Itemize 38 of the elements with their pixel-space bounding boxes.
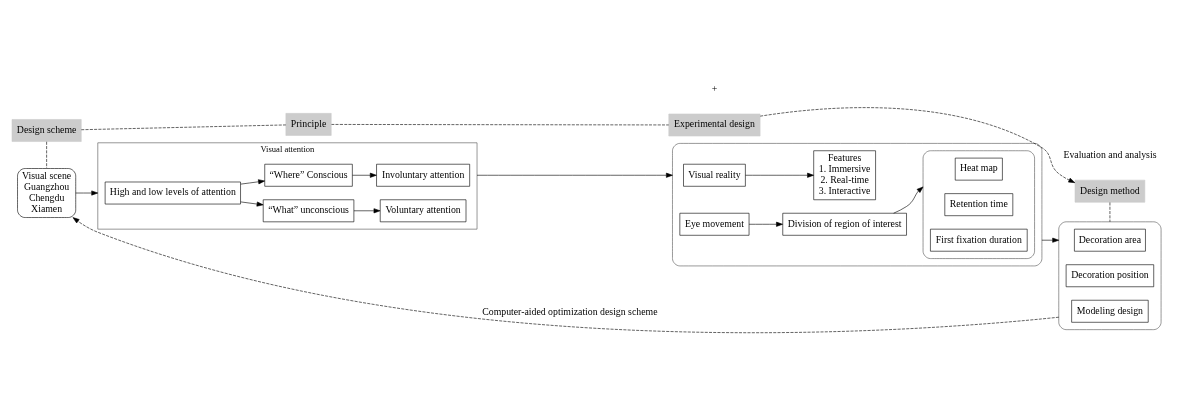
- node-box: Eye movement: [679, 212, 750, 236]
- node-box: First fixation duration: [930, 228, 1028, 252]
- node-box: Design scheme: [11, 118, 82, 142]
- node-box: “What” unconscious: [262, 198, 355, 222]
- node-box: Involuntary attention: [376, 163, 470, 187]
- node-box: Decoration position: [1065, 263, 1155, 287]
- node-box: High and low levels of attention: [104, 181, 241, 204]
- arrow: [353, 207, 381, 213]
- cluster: [922, 149, 1035, 259]
- node-box: Visual scene Guangzhou Chengdu Xiamen: [17, 167, 77, 218]
- node-box: Retention time: [944, 192, 1014, 216]
- arrow: [75, 190, 99, 195]
- node-box: “Where” Conscious: [264, 163, 353, 187]
- node-box: Design method: [1074, 179, 1146, 202]
- node-box: Voluntary attention: [379, 198, 467, 222]
- cluster: [672, 142, 1043, 266]
- node-box: Modeling design: [1071, 299, 1149, 323]
- label: Evaluation and analysis: [1063, 148, 1157, 160]
- arrow: [476, 172, 673, 178]
- arrow: [748, 221, 783, 227]
- node-box: Experimental design: [668, 113, 761, 136]
- node-box: Visual reality: [683, 163, 746, 187]
- label: +: [711, 82, 718, 94]
- arrow: [352, 172, 377, 178]
- arrow: [759, 106, 1076, 183]
- node-box: Heat map: [954, 157, 1003, 180]
- arrow: [240, 201, 264, 206]
- cluster: [1058, 221, 1162, 330]
- node-box: Features 1. Immersive 2. Real-time 3. Interactive: [813, 149, 876, 200]
- arrow: [893, 186, 924, 214]
- arrow: [240, 178, 265, 184]
- node-box: Principle: [285, 112, 332, 136]
- node-box: Division of region of interest: [782, 212, 907, 236]
- arrow: [1041, 237, 1060, 243]
- node-box: Decoration area: [1074, 228, 1146, 252]
- arrow: [745, 172, 814, 178]
- edge-label: Computer-aided optimization design scheme: [482, 305, 658, 317]
- arrow: [72, 216, 1060, 333]
